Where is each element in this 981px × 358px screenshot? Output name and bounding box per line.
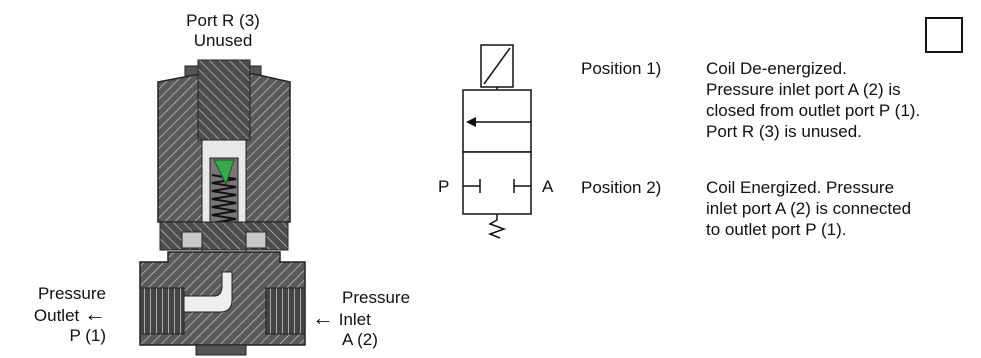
port-r-label-line1: Port R (3) bbox=[186, 11, 260, 30]
internal-passage bbox=[183, 271, 233, 313]
green-seal-top bbox=[213, 159, 235, 186]
position-1-label: Position 1) bbox=[581, 59, 662, 78]
position-2-line: Coil Energized. Pressure bbox=[706, 178, 895, 197]
inlet-arrow-icon: ← bbox=[312, 305, 334, 330]
position-2-label: Position 2) bbox=[581, 178, 662, 197]
empty-corner-box bbox=[925, 17, 963, 53]
symbol-port-a-label: A bbox=[542, 177, 554, 196]
inlet-thread bbox=[265, 287, 306, 335]
pressure-inlet-line2: ← Inlet bbox=[312, 305, 371, 330]
core-tube bbox=[197, 59, 251, 141]
valve-schematic-symbol bbox=[462, 44, 532, 239]
position-1-line: closed from outlet port P (1). bbox=[706, 101, 921, 120]
flow-arrow-head bbox=[466, 117, 476, 127]
solenoid-diagonal bbox=[483, 47, 511, 85]
outlet-arrow-icon: ← bbox=[84, 301, 106, 326]
pressure-outlet-line2: Outlet ← bbox=[33, 301, 106, 326]
position-2-description: Coil Energized. Pressure inlet port A (2… bbox=[706, 177, 976, 240]
symbol-position-2-box bbox=[462, 151, 532, 215]
outlet-thread bbox=[139, 287, 185, 335]
pressure-outlet-label: Pressure Outlet ← P (1) bbox=[10, 284, 106, 346]
symbol-spring bbox=[487, 214, 507, 239]
position-2-line: inlet port A (2) is connected bbox=[706, 199, 912, 218]
port-r-label-line2: Unused bbox=[193, 31, 253, 50]
pressure-inlet-label: Pressure ← Inlet A (2) bbox=[312, 288, 422, 350]
port-r-label: Port R (3) Unused bbox=[168, 11, 278, 51]
position-1-line: Port R (3) is unused. bbox=[706, 122, 862, 141]
symbol-port-p-label: P bbox=[438, 177, 450, 196]
collar bbox=[159, 221, 289, 251]
pressure-outlet-line3: P (1) bbox=[69, 326, 106, 345]
position-1-description: Coil De-energized. Pressure inlet port A… bbox=[706, 58, 976, 142]
position-1-line: Coil De-energized. bbox=[706, 59, 847, 78]
position-2-line: to outlet port P (1). bbox=[706, 220, 847, 239]
pressure-inlet-line3: A (2) bbox=[342, 330, 378, 349]
position-1-line: Pressure inlet port A (2) is bbox=[706, 80, 901, 99]
valve-cutaway-drawing bbox=[139, 59, 306, 356]
pressure-inlet-line1: Pressure bbox=[342, 288, 411, 307]
pressure-outlet-line1: Pressure bbox=[37, 284, 106, 303]
